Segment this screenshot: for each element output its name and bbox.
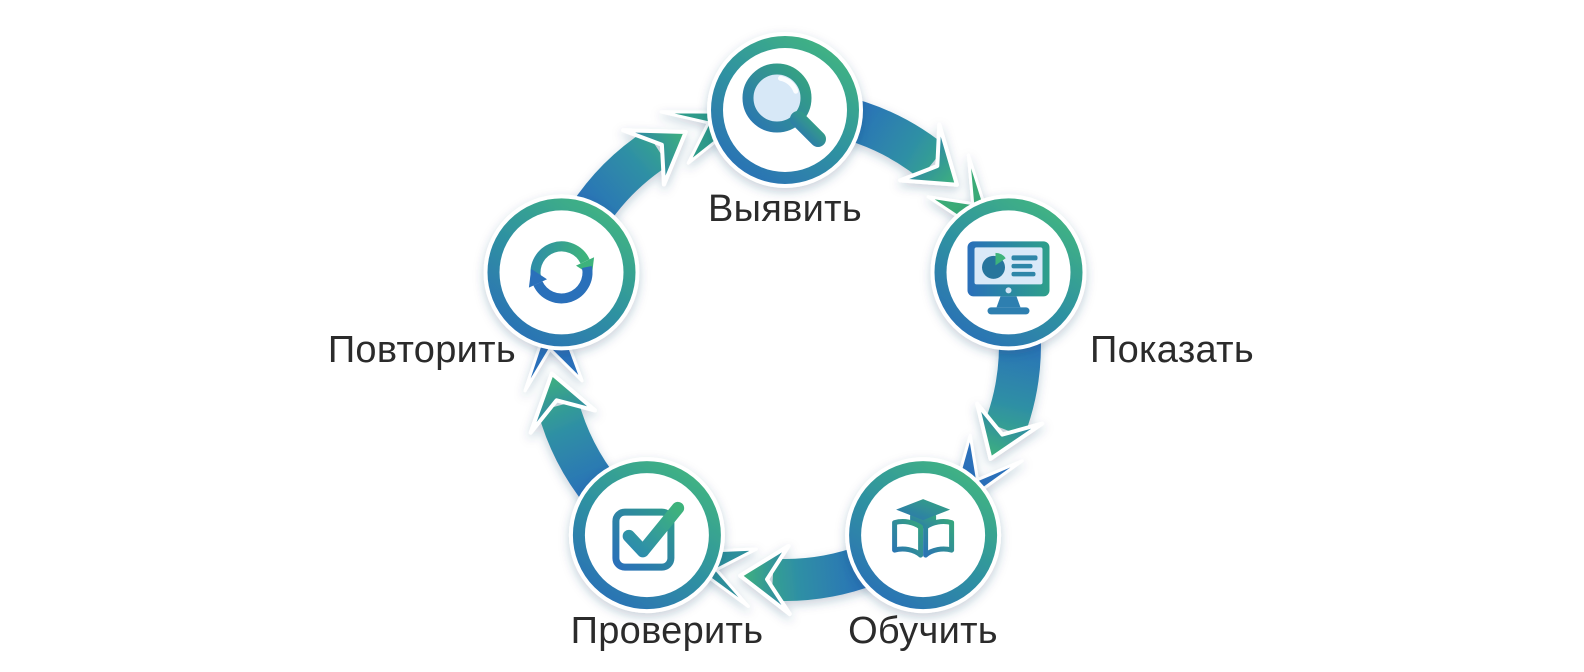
graduation-book-icon [892,499,955,558]
node-label-verify: Проверить [571,610,764,652]
node-teach [845,457,1002,614]
node-label-teach: Обучить [848,610,998,652]
node-label-show: Показать [1090,329,1254,371]
node-label-repeat: Повторить [328,329,516,371]
node-identify [707,32,863,188]
refresh-arrows-icon [528,241,595,304]
node-show [930,194,1087,351]
monitor-chart-icon [967,241,1050,315]
node-verify [568,457,725,614]
node-repeat [483,194,640,351]
magnifier-icon [742,63,826,147]
node-disc [499,210,624,335]
checkbox-check-icon [612,501,685,571]
node-disc [584,473,709,598]
node-label-identify: Выявить [708,188,862,230]
